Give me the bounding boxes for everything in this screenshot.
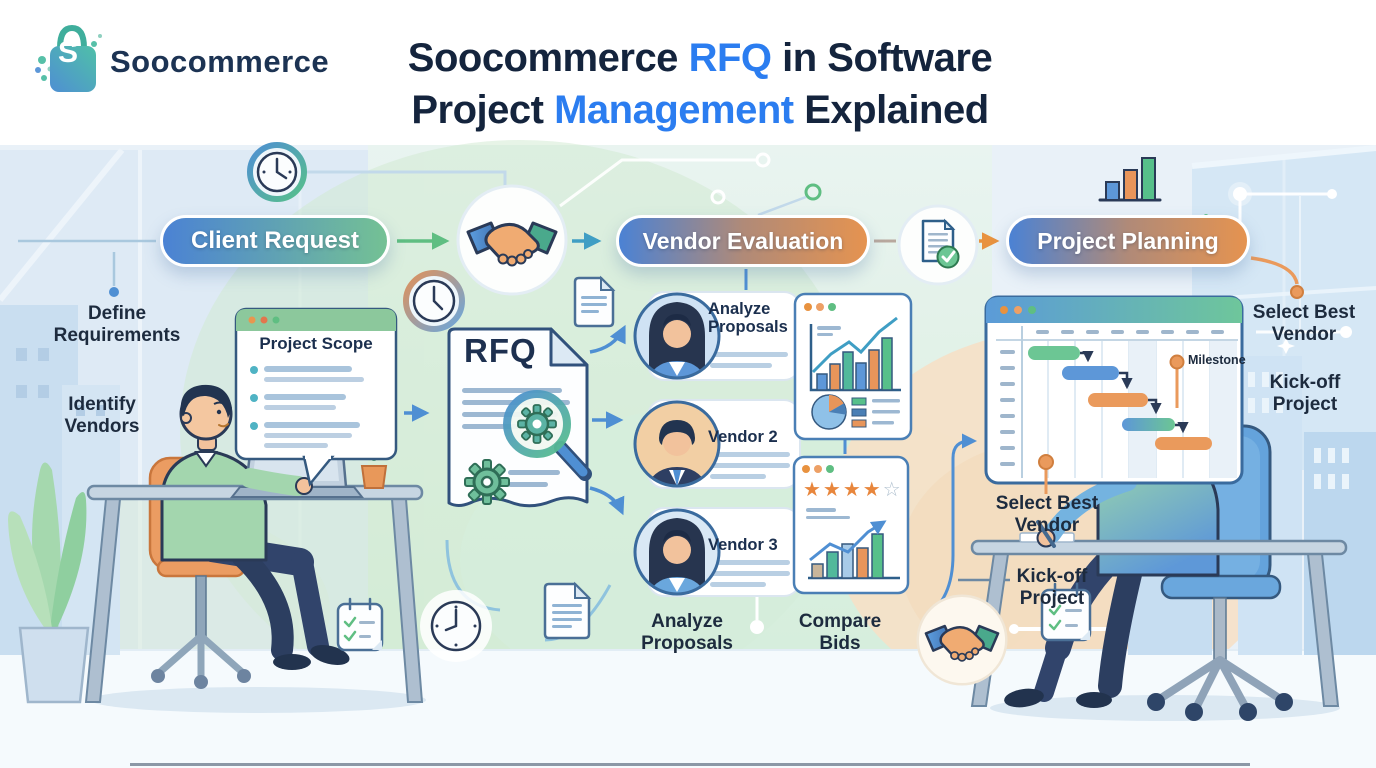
avatar-woman-1 xyxy=(636,295,718,377)
title-line-1: Soocommerce RFQ in Software xyxy=(330,32,1070,84)
person-left xyxy=(160,384,350,670)
title-word: Soocommerce xyxy=(407,36,679,80)
gantt-bars xyxy=(1028,346,1212,450)
stage-label: Project Planning xyxy=(1037,227,1219,254)
person-left-arm xyxy=(240,468,308,496)
vendor-card-label: Vendor 3 xyxy=(708,536,778,554)
vendor-card-label: Analyze Proposals xyxy=(708,300,788,337)
magnifier-gear-icon xyxy=(503,390,592,481)
page-title: Soocommerce RFQ in Software Project Mana… xyxy=(330,32,1070,136)
project-scope-window xyxy=(234,307,398,487)
notepad-icon xyxy=(1040,582,1092,642)
document-icon xyxy=(543,581,592,640)
brand-name: Soocommerce xyxy=(110,44,330,79)
pen-icon xyxy=(1036,520,1056,548)
rfq-document-title: RFQ xyxy=(464,332,537,369)
rfq-document xyxy=(447,327,592,508)
pie-chart-icon xyxy=(811,394,847,430)
avatar-woman-2 xyxy=(636,511,718,593)
logo-initial: S xyxy=(58,36,79,69)
vendor-cards xyxy=(633,291,801,597)
title-word-highlight: Management xyxy=(554,88,794,132)
person-right-arm xyxy=(1043,473,1137,543)
step-label-select-best-vendor: Select Best Vendor xyxy=(1252,302,1356,346)
milestone-pin-icon xyxy=(1038,454,1054,494)
gantt-window xyxy=(984,295,1244,494)
clock-icon xyxy=(403,270,465,332)
title-word: in Software xyxy=(782,36,993,80)
floor-plant xyxy=(8,462,90,704)
step-label-identify-vendors: Identify Vendors xyxy=(64,394,140,438)
step-label-kick-off-project: Kick-off Project xyxy=(1269,372,1341,416)
stage-label: Vendor Evaluation xyxy=(642,227,844,254)
step-label-kick-off-project: Kick-off Project xyxy=(1016,566,1088,610)
bar-chart-icon xyxy=(1098,157,1162,202)
milestone-label: Milestone xyxy=(1188,353,1246,367)
handshake-icon xyxy=(916,594,1008,686)
scope-text-lines xyxy=(250,366,364,448)
stage-pill-client-request: Client Request xyxy=(160,215,390,267)
empty-star: ☆ xyxy=(882,479,903,501)
step-label-compare-bids: Compare Bids xyxy=(798,611,882,655)
milestone-pin-icon xyxy=(1169,354,1185,408)
step-label-analyze-proposals: Analyze Proposals xyxy=(641,611,733,655)
title-word: Explained xyxy=(804,88,989,132)
stage-pill-vendor-evaluation: Vendor Evaluation xyxy=(616,215,870,267)
document-check-icon xyxy=(897,204,979,286)
stage-pill-project-planning: Project Planning xyxy=(1006,215,1250,267)
clock-icon xyxy=(247,142,307,202)
stage-label: Client Request xyxy=(190,227,360,254)
shopping-bag-icon xyxy=(35,24,102,92)
rating-window xyxy=(792,455,910,595)
clock-icon xyxy=(420,590,492,662)
project-scope-title: Project Scope xyxy=(259,334,373,353)
gear-icon xyxy=(464,459,510,505)
star-rating: ★★★★☆ xyxy=(803,477,903,502)
step-label-define-requirements: Define Requirements xyxy=(53,303,181,347)
handshake-icon xyxy=(456,184,568,296)
filled-stars: ★★★★ xyxy=(803,479,883,501)
avatar-man xyxy=(636,403,718,485)
title-word: Project xyxy=(411,88,544,132)
step-label-select-best-vendor: Select Best Vendor xyxy=(995,493,1099,537)
title-word-highlight: RFQ xyxy=(688,36,772,80)
analytics-window xyxy=(793,292,913,441)
document-icon xyxy=(573,275,616,328)
title-line-2: Project Management Explained xyxy=(330,84,1070,136)
vendor-card-label: Vendor 2 xyxy=(708,428,778,446)
notepad-icon xyxy=(336,597,384,652)
